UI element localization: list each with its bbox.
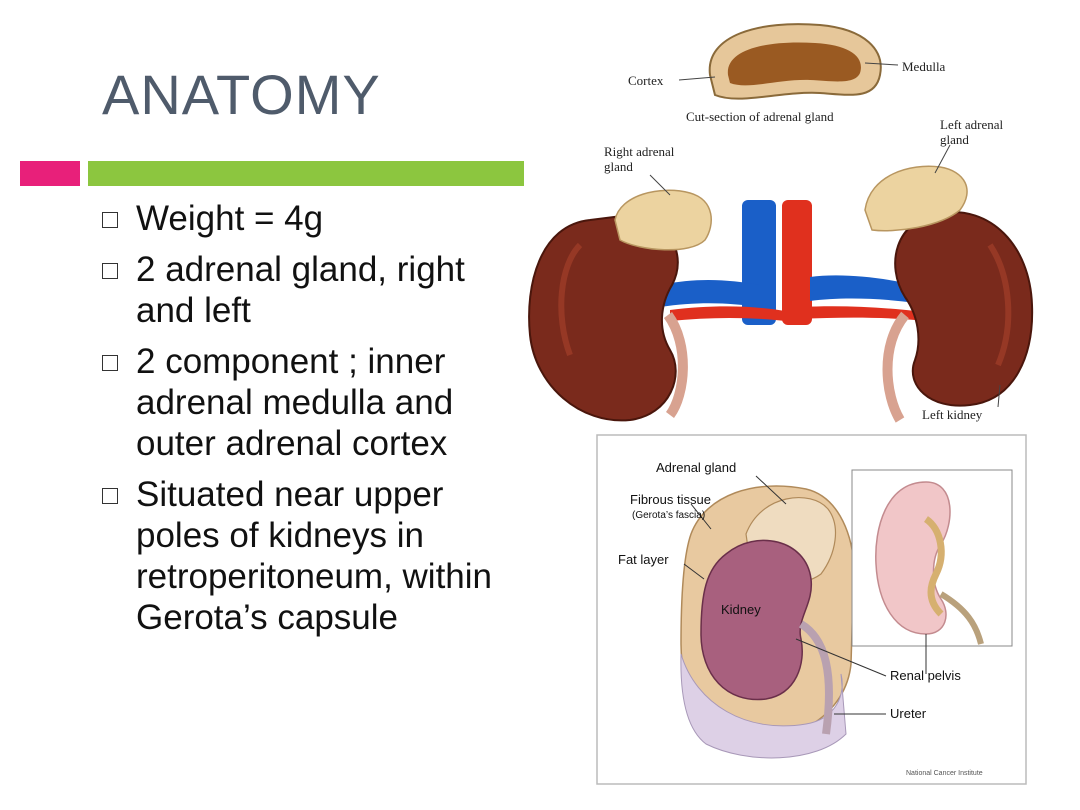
kidney-cross-section-drawing (875, 481, 984, 645)
label-left-adrenal-line1: Left adrenal (940, 117, 1004, 132)
label-cortex: Cortex (628, 73, 664, 88)
label-ureter: Ureter (890, 706, 927, 721)
label-renal-pelvis: Renal pelvis (890, 668, 961, 683)
slide-title: ANATOMY (102, 63, 381, 126)
bullet-text: Situated near upper poles of kidneys in … (136, 475, 492, 637)
fascia-sheath-drawing (680, 653, 847, 759)
bullet-item: Situated near upper poles of kidneys in … (100, 474, 530, 638)
checkbox-bullet-icon (102, 488, 118, 504)
bullet-item: 2 adrenal gland, right and left (100, 249, 530, 331)
bullet-item: 2 component ; inner adrenal medulla and … (100, 341, 530, 464)
label-cut-section: Cut-section of adrenal gland (686, 109, 834, 124)
ureter-drawing (798, 620, 833, 735)
label-fat-layer: Fat layer (618, 552, 669, 567)
label-left-adrenal-line2: gland (940, 132, 969, 147)
bullet-item: Weight = 4g (100, 198, 530, 239)
label-left-kidney: Left kidney (922, 407, 983, 422)
right-kidney-drawing (528, 213, 688, 422)
left-kidney-drawing (882, 210, 1034, 423)
gerota-fascia-illustration: Adrenal gland Fibrous tissue (Gerota’s f… (596, 434, 1027, 785)
bullet-list: Weight = 4g 2 adrenal gland, right and l… (100, 198, 530, 648)
great-vessels (660, 200, 915, 325)
label-gerotas-fascia: (Gerota’s fascia) (632, 510, 705, 521)
label-fibrous-tissue: Fibrous tissue (630, 492, 711, 507)
kidney-drawing (700, 539, 813, 701)
label-right-adrenal-line2: gland (604, 159, 633, 174)
bullet-text: 2 adrenal gland, right and left (136, 250, 465, 330)
adrenal-cut-section-drawing (708, 23, 882, 100)
right-adrenal-gland-drawing (614, 189, 712, 251)
checkbox-bullet-icon (102, 263, 118, 279)
left-adrenal-gland-drawing (864, 165, 968, 232)
accent-bar-green (88, 161, 524, 186)
label-right-adrenal-line1: Right adrenal (604, 144, 675, 159)
accent-bar-pink (20, 161, 80, 186)
checkbox-bullet-icon (102, 212, 118, 228)
label-medulla: Medulla (902, 59, 946, 74)
checkbox-bullet-icon (102, 355, 118, 371)
label-adrenal-gland: Adrenal gland (656, 460, 736, 475)
bullet-text: Weight = 4g (136, 199, 324, 238)
label-credit: National Cancer Institute (906, 770, 983, 777)
kidney-adrenal-illustration: Cortex Medulla Cut-section of adrenal gl… (528, 23, 1034, 423)
label-kidney: Kidney (721, 602, 761, 617)
bullet-text: 2 component ; inner adrenal medulla and … (136, 342, 454, 463)
